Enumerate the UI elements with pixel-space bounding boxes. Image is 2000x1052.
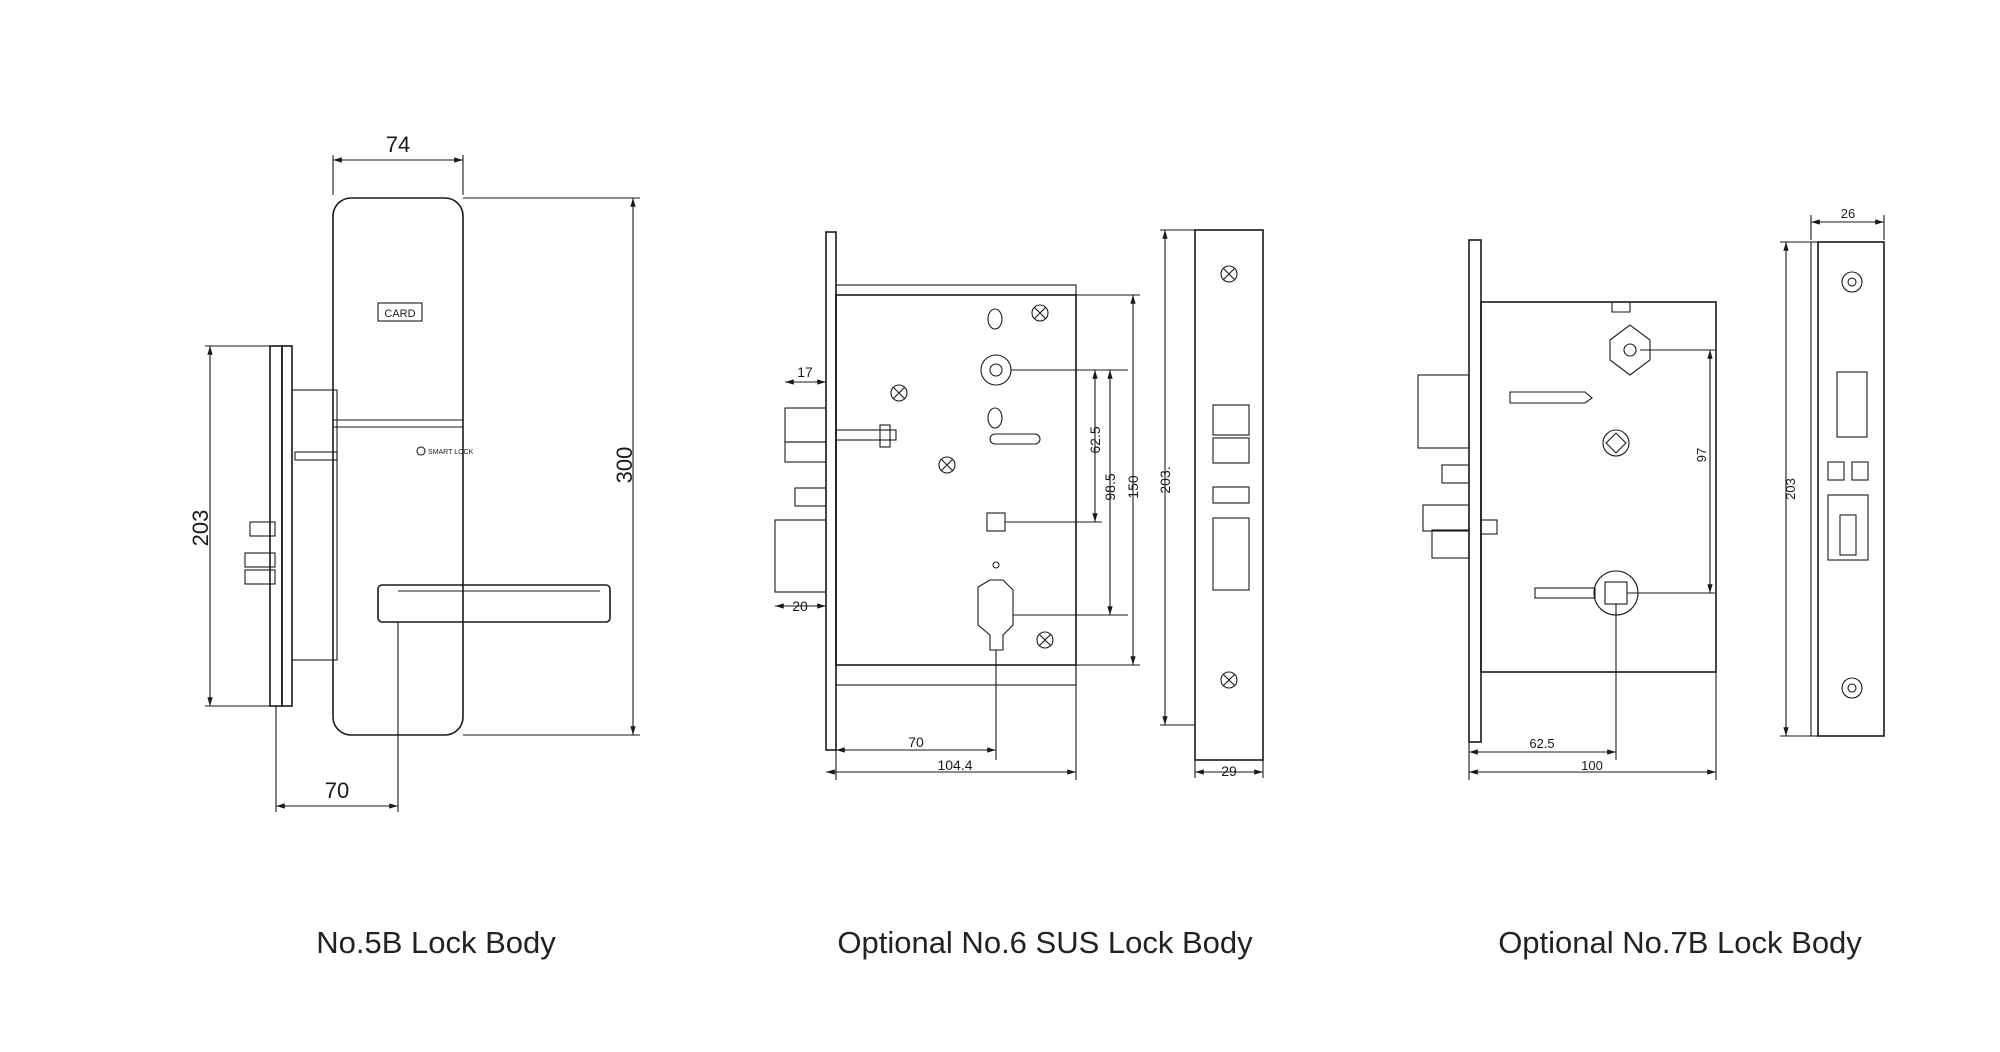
caption-lock-6: Optional No.6 SUS Lock Body bbox=[837, 925, 1253, 960]
dim-70: 70 bbox=[908, 734, 924, 750]
dim-20: 20 bbox=[792, 598, 808, 614]
dim-width: 74 bbox=[386, 132, 410, 157]
dim-backset: 70 bbox=[325, 778, 349, 803]
dim-104-4: 104.4 bbox=[937, 757, 972, 773]
dim-150: 150 bbox=[1125, 475, 1141, 499]
dim-62-5: 62.5 bbox=[1087, 426, 1103, 453]
card-label-box bbox=[377, 302, 423, 322]
caption-lock-5b: No.5B Lock Body bbox=[316, 925, 556, 960]
dim-98-5: 98.5 bbox=[1102, 473, 1118, 500]
dim-height: 300 bbox=[612, 447, 637, 484]
lock-5b-drawing: CARD SMART LOCK 74 300 203 70 bbox=[188, 132, 640, 812]
dim-26: 26 bbox=[1841, 206, 1855, 221]
dim-62-5b: 62.5 bbox=[1529, 736, 1554, 751]
lock-7b-drawing: 97 62.5 100 26 203 bbox=[1417, 206, 1885, 780]
dim-203: 203. bbox=[1157, 466, 1173, 493]
card-label: CARD bbox=[384, 308, 415, 320]
dim-203b: 203 bbox=[1783, 478, 1798, 500]
dim-29: 29 bbox=[1221, 763, 1237, 779]
brand-label: SMART LOCK bbox=[428, 449, 474, 456]
caption-lock-7b: Optional No.7B Lock Body bbox=[1498, 925, 1862, 960]
lock-6-drawing: 17 20 62.5 98.5 150 70 104.4 203. bbox=[774, 229, 1264, 780]
dim-100: 100 bbox=[1581, 758, 1603, 773]
dim-97: 97 bbox=[1694, 448, 1709, 462]
dim-body: 203 bbox=[188, 510, 213, 547]
lever-handle bbox=[377, 584, 611, 623]
dim-17: 17 bbox=[797, 364, 813, 380]
